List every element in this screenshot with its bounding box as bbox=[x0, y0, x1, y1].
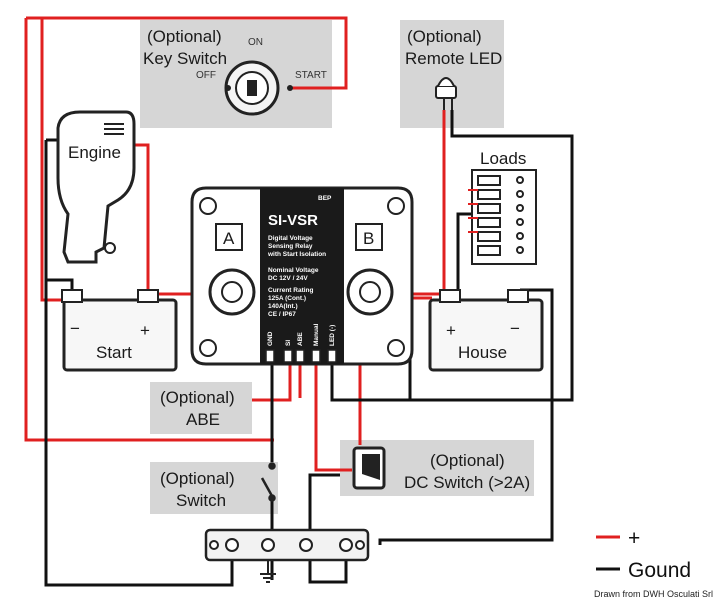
switch-panel bbox=[150, 462, 278, 514]
device-nominal: DC 12V / 24V bbox=[268, 275, 308, 282]
device-rating-title: Current Rating bbox=[268, 287, 314, 294]
abe-optional-label: (Optional) bbox=[160, 388, 235, 407]
start-battery-label: Start bbox=[96, 343, 132, 362]
start-battery bbox=[61, 289, 178, 372]
device-brand: BEP bbox=[318, 195, 332, 202]
dc-switch-optional-label: (Optional) bbox=[430, 451, 505, 470]
house-battery-plus: + bbox=[446, 321, 456, 340]
switch-optional-label: (Optional) bbox=[160, 469, 235, 488]
positive-wires bbox=[24, 16, 454, 472]
svg-text:GND: GND bbox=[267, 331, 274, 346]
engine-icon bbox=[56, 110, 136, 264]
key-off-label: OFF bbox=[196, 70, 216, 81]
house-battery-minus: − bbox=[510, 319, 520, 338]
house-battery-label: House bbox=[458, 343, 507, 362]
start-battery-plus: + bbox=[140, 321, 150, 340]
start-battery-minus: − bbox=[70, 319, 80, 338]
credit-text: Drawn from DWH Osculati Srl bbox=[594, 589, 713, 599]
loads-panel bbox=[468, 169, 537, 265]
abe-panel bbox=[150, 382, 252, 434]
device-nominal-title: Nominal Voltage bbox=[268, 267, 319, 274]
dc-switch-icon bbox=[352, 446, 386, 490]
si-vsr-relay bbox=[190, 186, 414, 366]
remote-led-icon bbox=[435, 77, 457, 110]
svg-text:Manual: Manual bbox=[313, 323, 320, 346]
ground-symbol bbox=[260, 560, 276, 583]
device-rating-3: CE / IP67 bbox=[268, 311, 296, 318]
device-model: SI-VSR bbox=[268, 212, 318, 229]
key-switch-label: Key Switch bbox=[143, 49, 227, 68]
loads-label: Loads bbox=[480, 149, 526, 168]
remote-led-optional-label: (Optional) bbox=[407, 27, 482, 46]
device-rating-2: 140A(Int.) bbox=[268, 303, 298, 310]
device-desc-3: with Start Isolation bbox=[267, 251, 326, 258]
switch-label: Switch bbox=[176, 491, 226, 510]
device-desc-1: Digital Voltage bbox=[268, 235, 313, 242]
key-switch-optional-label: (Optional) bbox=[147, 27, 222, 46]
key-on-label: ON bbox=[248, 37, 263, 48]
device-pins bbox=[265, 349, 337, 363]
engine-label: Engine bbox=[68, 143, 121, 162]
key-switch bbox=[224, 60, 293, 116]
ground-bus-bar bbox=[204, 528, 370, 562]
svg-text:ABE: ABE bbox=[297, 332, 304, 346]
legend-ground-label: Gound bbox=[628, 559, 691, 582]
device-rating-1: 125A (Cont.) bbox=[268, 295, 306, 302]
remote-led-label: Remote LED bbox=[405, 49, 502, 68]
legend-positive-label: + bbox=[628, 527, 640, 550]
device-desc-2: Sensing Relay bbox=[268, 243, 313, 250]
abe-label: ABE bbox=[186, 410, 220, 429]
dc-switch-label: DC Switch (>2A) bbox=[404, 473, 530, 492]
key-start-label: START bbox=[295, 70, 327, 81]
svg-text:SI: SI bbox=[285, 340, 292, 346]
terminal-a-label: A bbox=[223, 229, 235, 248]
terminal-b-label: B bbox=[363, 229, 374, 248]
device-pin-labels: GND SI ABE Manual LED (-) bbox=[267, 323, 336, 346]
house-battery bbox=[428, 289, 544, 372]
svg-text:LED (-): LED (-) bbox=[329, 325, 336, 346]
switch-symbol bbox=[260, 462, 276, 502]
